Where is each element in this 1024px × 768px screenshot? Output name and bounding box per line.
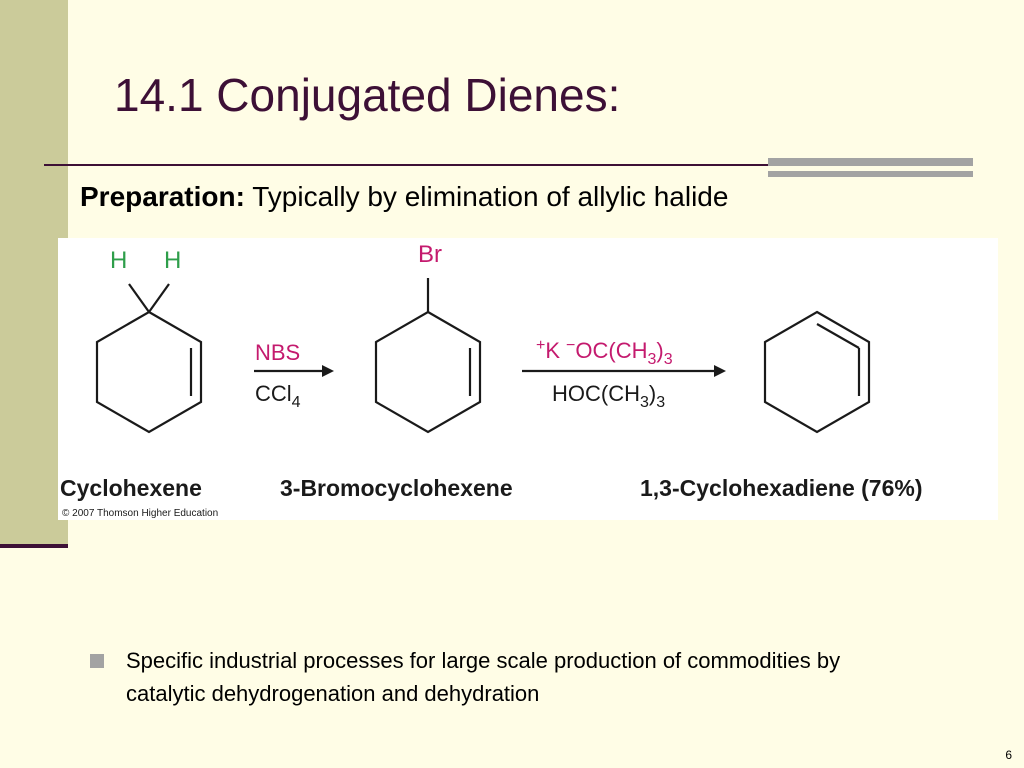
bullet-item: Specific industrial processes for large … (90, 644, 890, 710)
cyclohexadiene-ring (763, 310, 871, 434)
preparation-line: Preparation: Typically by elimination of… (80, 181, 728, 213)
preparation-text: Typically by elimination of allylic hali… (244, 181, 729, 212)
reaction-scheme: H H Br NBS CCl4 +K−OC(CH3)3 HOC(CH3)3 Cy… (60, 241, 923, 519)
arrow-head-2 (714, 365, 726, 377)
reagent-potassium-tert-butoxide: +K−OC(CH3)3 (536, 337, 673, 368)
hydrogen-label-1: H (110, 247, 127, 274)
cyclohexadiene-double-bond-1 (816, 323, 860, 349)
bromocyclohexene-ring (374, 310, 482, 434)
solvent-ccl4: CCl4 (255, 381, 301, 411)
preparation-label: Preparation: (80, 181, 245, 212)
cyclohexene-ring (95, 310, 203, 434)
label-3-bromocyclohexene: 3-Bromocyclohexene (280, 475, 513, 501)
side-accent-rule (0, 544, 68, 548)
label-1-3-cyclohexadiene: 1,3-Cyclohexadiene (76%) (640, 475, 923, 501)
title-underline (44, 164, 770, 166)
cyclohexene-ch-bond-2 (148, 283, 170, 313)
label-cyclohexene: Cyclohexene (60, 475, 202, 501)
slide-title: 14.1 Conjugated Dienes: (114, 69, 621, 121)
side-bar (0, 0, 68, 548)
copyright-notice: © 2007 Thomson Higher Education (62, 508, 218, 519)
reagent-nbs: NBS (255, 340, 300, 365)
bullet-square-icon (90, 654, 104, 668)
arrow-head-1 (322, 365, 334, 377)
accent-bar (768, 158, 973, 180)
cyclohexene-ch-bond-1 (128, 283, 150, 313)
bullet-text: Specific industrial processes for large … (126, 648, 841, 706)
page-number: 6 (1005, 748, 1012, 762)
hydrogen-label-2: H (164, 247, 181, 274)
bromine-label: Br (418, 241, 442, 268)
solvent-tert-butanol: HOC(CH3)3 (552, 381, 665, 411)
reaction-figure: H H Br NBS CCl4 +K−OC(CH3)3 HOC(CH3)3 Cy… (58, 238, 998, 520)
